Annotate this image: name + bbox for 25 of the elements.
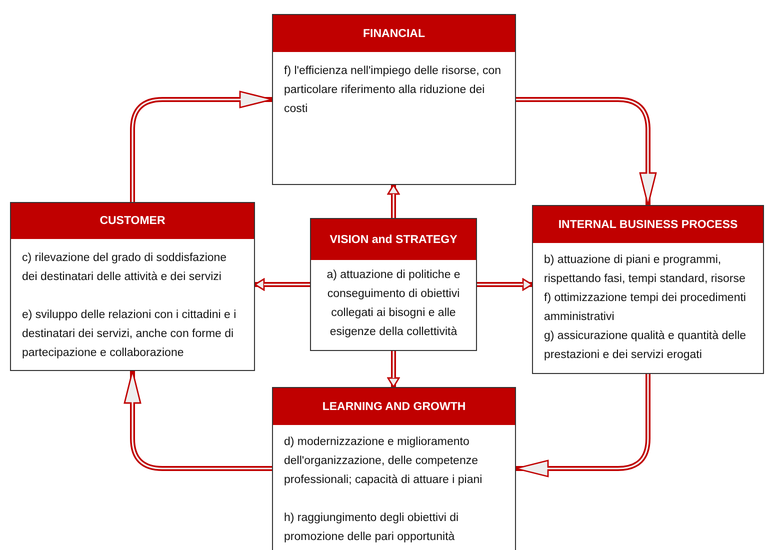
card-heading: VISION and STRATEGY (311, 219, 476, 260)
perspective-card (310, 218, 477, 351)
card-heading: CUSTOMER (11, 203, 254, 239)
double-line-arrow (387, 351, 400, 388)
card-text: g) assicurazione qualità e quantità delle prestazioni e dei servizi erogati (544, 329, 748, 363)
double-line-arrow (516, 97, 657, 206)
double-line-arrow (515, 374, 650, 478)
card-heading: FINANCIAL (273, 15, 515, 52)
card-text: h) raggiungimento degli obiettivi di promozione delle pari opportunità (284, 511, 460, 545)
double-line-arrow (477, 278, 533, 291)
perspective-card (532, 205, 764, 374)
perspective-card (10, 202, 255, 371)
card-text: a) attuazione di politiche e conseguimento di obiettivi collegati ai bisogni e alle esigenze della collettività (326, 268, 462, 340)
double-line-arrow (254, 278, 310, 291)
double-line-arrow (130, 90, 273, 202)
card-text: d) modernizzazione e miglioramento dell'organizzazione, delle competenze professionali; capacità di attuare i piani (284, 435, 484, 488)
card-heading: LEARNING AND GROWTH (273, 388, 515, 425)
card-text: f) l'efficienza nell'impiego delle risorse, con particolare riferimento alla riduzione dei costi (284, 64, 502, 117)
double-line-arrow (387, 184, 400, 218)
card-text: e) sviluppo delle relazioni con i cittadini e i destinatari dei servizi, anche con forme di partecipazione e collaborazione (22, 308, 238, 361)
card-heading: INTERNAL BUSINESS PROCESS (533, 206, 763, 243)
double-line-arrow (124, 370, 272, 471)
card-text: c) rilevazione del grado di soddisfazione dei destinatari delle attività e dei servizi (22, 251, 228, 285)
perspective-card (272, 14, 516, 185)
perspective-card (272, 387, 516, 550)
